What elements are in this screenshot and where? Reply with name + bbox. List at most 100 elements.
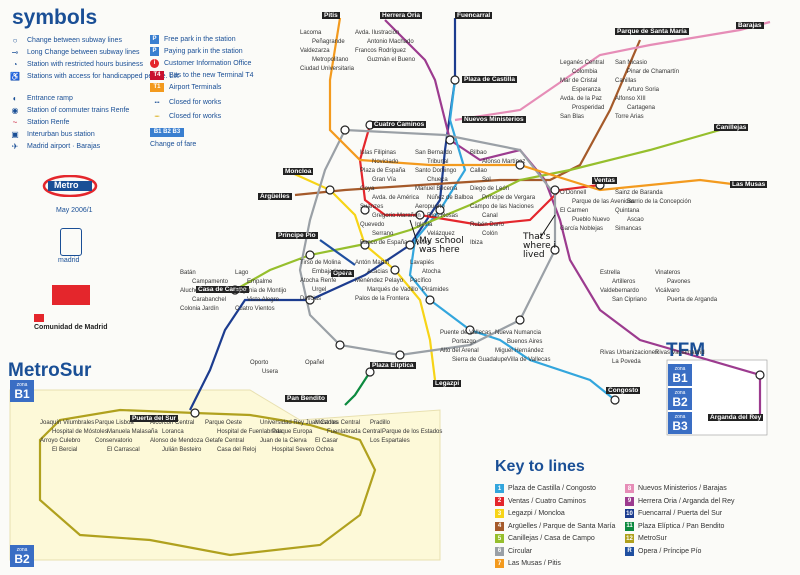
line-route-label: MetroSur <box>638 535 667 542</box>
symbol-label: Interurban bus station <box>27 130 95 138</box>
station-label: Atocha <box>422 269 441 275</box>
station-label: Alto del Arenal <box>440 348 479 354</box>
station-label: Empalme <box>247 279 273 285</box>
closed-works-dotted-icon: ┉ <box>154 111 160 121</box>
station-label: San Nicasio <box>615 60 648 66</box>
line-number-badge: 5 <box>495 534 504 543</box>
line-r-path <box>319 239 356 266</box>
station-label: Campamento <box>192 279 229 285</box>
station-label: Prosperidad <box>572 105 605 111</box>
long-change-icon: ⊸ <box>11 47 19 57</box>
hub-station-label: Casa de Campo <box>196 286 249 293</box>
station-label: Ibiza <box>470 240 483 246</box>
hub-station-label: Argüelles <box>258 193 292 200</box>
station-label: Villa de Vallecas <box>507 357 551 363</box>
station-label: Avda. de América <box>372 195 419 201</box>
station-label: Miguel Hernández <box>495 348 544 354</box>
station-label: Barrio de la Concepción <box>627 199 692 205</box>
key-title: Key to lines <box>495 458 585 475</box>
service-row: ┅Closed for works <box>150 97 222 107</box>
station-label: Buenos Aires <box>507 339 543 345</box>
station-label: Rivas Urbanizaciones <box>600 350 659 356</box>
station-label: Ríos Rosas <box>427 213 459 219</box>
line-route-label: Canillejas / Casa de Campo <box>508 535 595 542</box>
line-number-badge: 1 <box>495 484 504 493</box>
station-label: Noviciado <box>372 159 399 165</box>
symbol-row: ⊸Long Change between subway lines <box>8 47 140 57</box>
station-label: Gran Vía <box>372 177 397 183</box>
hub-station-label: Nuevos Ministerios <box>462 116 526 123</box>
station-label: San Cipriano <box>612 297 647 303</box>
station-label: Alonso de Mendoza <box>150 438 204 444</box>
station-label: Guzmán el Bueno <box>367 57 416 63</box>
service-row: ┉Closed for works <box>150 111 222 121</box>
symbol-label: Station Renfe <box>27 118 70 126</box>
station-label: Lacoma <box>300 30 322 36</box>
line-number-badge: 12 <box>625 534 634 543</box>
school-arrow <box>409 219 419 246</box>
line-number-badge: 6 <box>495 546 504 556</box>
station-label: Aluche <box>180 288 199 294</box>
service-label: Closed for works <box>169 98 222 106</box>
station-label: Puerta de Arganda <box>667 297 718 303</box>
service-label: Customer Information Office <box>164 60 252 67</box>
metro-logo <box>42 175 98 197</box>
station-label: Vinateros <box>655 270 681 276</box>
line-number-badge: 9 <box>625 496 634 506</box>
bus-t4-icon: T4 <box>150 71 164 80</box>
station-label: Lavapiés <box>410 260 435 266</box>
service-label: Paying park in the station <box>164 48 243 55</box>
station-label: San Bernardo <box>415 150 453 156</box>
station-label: Santo Domingo <box>415 168 457 174</box>
station-label: Diego de León <box>470 186 510 192</box>
station-label: El Carmen <box>560 208 589 214</box>
service-label: Change of fare <box>150 141 197 148</box>
line-11-path <box>344 371 371 406</box>
station-label: Portazgo <box>452 339 477 345</box>
station-label: Colonia Jardín <box>180 306 219 312</box>
hub-station-label: Las Musas <box>730 181 768 188</box>
tfm-title: TFM <box>666 340 706 361</box>
service-row: T4 Bus to the new Terminal T4 <box>150 71 254 80</box>
transport-logo-icon <box>52 285 90 305</box>
station-label: Fuenlabrada Central <box>327 429 382 435</box>
station-label: Nueva Numancia <box>495 330 542 336</box>
hub-station-label: Barajas <box>736 22 764 29</box>
station-label: Opañel <box>305 360 325 366</box>
service-label: Bus to the new Terminal T4 <box>169 72 254 79</box>
station-label: Embajadores <box>312 269 348 275</box>
station-label: Parque de las Avenidas <box>572 199 635 205</box>
station-label: Alcorcón Central <box>150 420 195 426</box>
hub-station-label: Pan Bendito <box>285 395 327 402</box>
station-label: Aeropuerto <box>415 204 445 210</box>
metro-logo-text: Metro <box>54 180 79 190</box>
station-label: Hospital de Móstoles <box>52 429 108 435</box>
station-label: Ascao <box>627 217 644 223</box>
station-label: Carabanchel <box>192 297 227 303</box>
station-label: Palos de la Frontera <box>355 296 410 302</box>
key-line-item: 5 Canillejas / Casa de Campo <box>495 534 595 543</box>
hub-station-label: Herrera Oria <box>380 12 422 19</box>
metrosur-area <box>9 389 441 561</box>
line-number-badge: 4 <box>495 521 504 531</box>
school-annotation: My school was here <box>419 236 464 255</box>
station-label: Universidad Rey Juan Carlos <box>260 420 338 426</box>
station-label: El Bercial <box>52 447 78 453</box>
renfe-logo-icon: ~ <box>12 117 18 127</box>
symbol-label: Madrid airport · Barajas <box>27 142 101 150</box>
renfe-circle-icon: ◉ <box>11 105 19 115</box>
symbol-label: Change between subway lines <box>27 36 122 44</box>
symbol-row: ◔Station with restricted hours business <box>8 59 143 69</box>
station-label: El Carrascal <box>107 447 140 453</box>
service-label: Free park in the station <box>164 36 236 43</box>
station-label: Lago <box>235 270 249 276</box>
comunidad-label: Comunidad de Madrid <box>34 324 108 331</box>
